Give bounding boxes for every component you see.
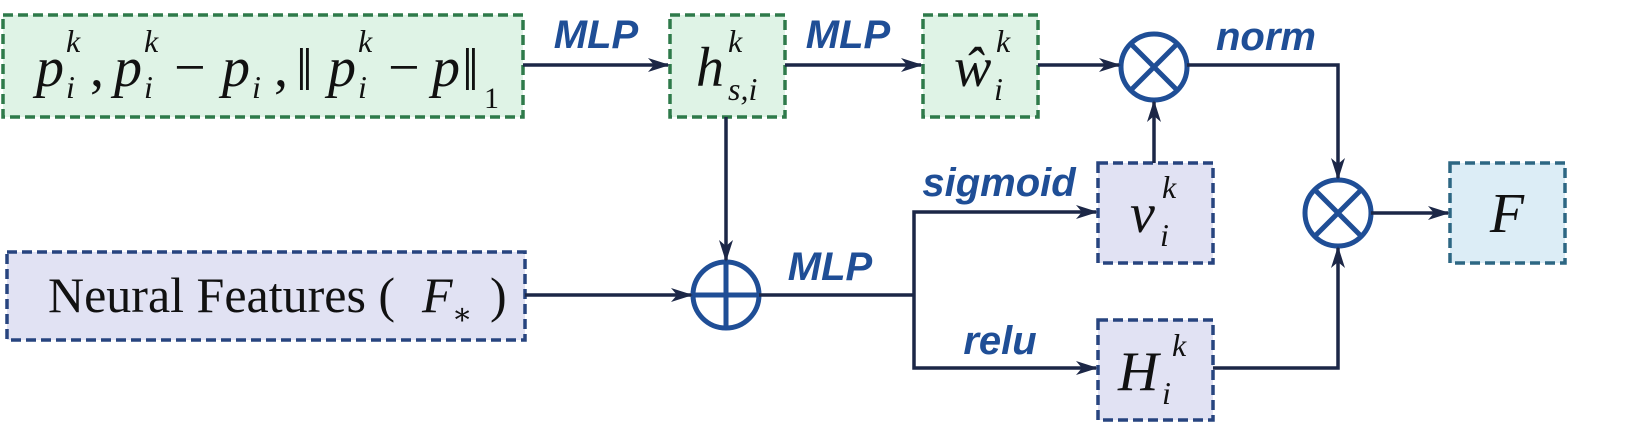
arrow-split-to-H xyxy=(912,295,1098,375)
H-sup: k xyxy=(1172,327,1187,363)
formula-comma-2: , xyxy=(274,37,288,99)
v-sub: i xyxy=(1160,217,1169,253)
v-sup: k xyxy=(1162,169,1177,205)
formula-sub-one: 1 xyxy=(484,82,499,115)
w-hat-base: ŵ xyxy=(954,37,991,99)
formula-minus-1: − xyxy=(174,37,206,99)
formula-k-4: k xyxy=(358,23,373,59)
multiply-operator-right xyxy=(1302,177,1374,249)
formula-i-4: i xyxy=(358,69,367,105)
formula-k-2: k xyxy=(144,23,159,59)
H-label: H k i xyxy=(1117,327,1187,411)
formula-i-1: i xyxy=(66,69,75,105)
H-sub: i xyxy=(1162,375,1171,411)
input-geometry-formula: p k i , p k i − p i , ‖ p k i − p ‖ 1 xyxy=(32,23,499,115)
edge-label-relu: relu xyxy=(963,319,1036,363)
neural-features-F: F xyxy=(421,267,453,323)
F-box xyxy=(1448,161,1567,265)
h-sup: k xyxy=(728,23,743,59)
edge-label-mlp-h: MLP xyxy=(806,13,891,57)
add-operator xyxy=(690,259,762,331)
formula-p-5: p xyxy=(428,37,460,99)
neural-features-close: ) xyxy=(490,267,507,323)
formula-p-4: p xyxy=(324,37,356,99)
arrow-norm-to-multiply xyxy=(1187,63,1345,180)
h-sub: s,i xyxy=(728,71,757,107)
edge-label-mlp-input: MLP xyxy=(554,13,639,57)
formula-p-3: p xyxy=(218,37,250,99)
F-label: F xyxy=(1489,183,1525,245)
edge-label-norm: norm xyxy=(1216,15,1316,59)
v-base: v xyxy=(1130,183,1155,245)
w-hat-sub: i xyxy=(994,71,1003,107)
formula-i-3: i xyxy=(252,69,261,105)
w-hat-box xyxy=(921,13,1040,119)
formula-i-2: i xyxy=(144,69,153,105)
neural-features-star: ∗ xyxy=(452,298,472,331)
formula-norm-close: ‖ xyxy=(462,37,479,103)
v-label: v k i xyxy=(1130,169,1177,253)
H-box xyxy=(1096,318,1215,422)
input-geometry-box xyxy=(1,13,525,119)
w-hat-label: ŵ k i xyxy=(954,23,1011,107)
formula-minus-2: − xyxy=(388,37,420,99)
H-base: H xyxy=(1117,341,1161,403)
neural-features-text: Neural Features ( xyxy=(48,267,395,323)
arrow-split-to-v xyxy=(912,205,1098,295)
v-box xyxy=(1096,161,1215,265)
multiply-operator-top xyxy=(1118,31,1190,103)
arrow-H-to-multiply xyxy=(1213,246,1345,370)
h-base: h xyxy=(696,37,724,99)
formula-comma-1: , xyxy=(90,37,104,99)
formula-p-1: p xyxy=(32,37,64,99)
edge-label-sigmoid: sigmoid xyxy=(922,161,1077,205)
h-box xyxy=(668,13,787,119)
edge-label-mlp-add: MLP xyxy=(788,245,873,289)
formula-p-2: p xyxy=(110,37,142,99)
w-hat-sup: k xyxy=(996,23,1011,59)
formula-k-1: k xyxy=(66,23,81,59)
formula-norm-open: ‖ xyxy=(296,37,313,103)
h-label: h k s,i xyxy=(696,23,757,107)
neural-features-label: Neural Features ( F ∗ ) xyxy=(48,267,507,331)
